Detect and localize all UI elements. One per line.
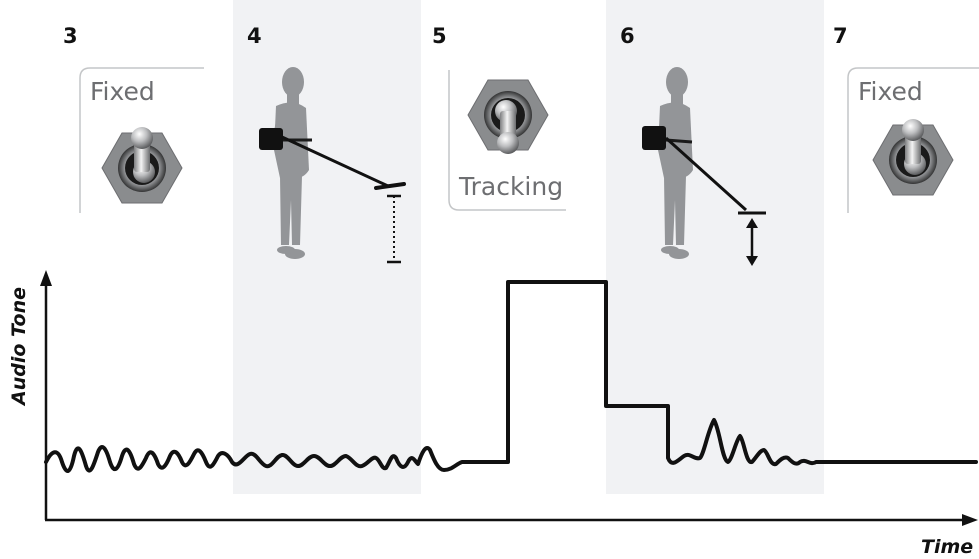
step-number-6: 6 xyxy=(620,24,635,48)
toggle-switch-icon xyxy=(101,127,183,204)
x-axis-arrowhead xyxy=(962,514,978,526)
panel-bracket xyxy=(847,67,979,213)
step-number-4: 4 xyxy=(247,24,262,48)
audio-tone-trace xyxy=(44,280,978,473)
band-step-6 xyxy=(606,0,824,494)
step-number-5: 5 xyxy=(432,24,447,48)
switch-label: Tracking xyxy=(458,172,563,201)
panel-bracket xyxy=(79,67,204,213)
person-with-detector-icon xyxy=(259,67,406,264)
switch-label: Fixed xyxy=(858,77,923,106)
switch-panel-fixed-2: Fixed xyxy=(847,67,979,213)
person-with-detector-icon xyxy=(642,67,766,266)
y-axis-label: Audio Tone xyxy=(8,287,30,407)
switch-panel-tracking: Tracking xyxy=(448,70,566,211)
step-number-7: 7 xyxy=(833,24,848,48)
x-axis-label: Time xyxy=(921,536,973,558)
band-step-4 xyxy=(233,0,421,494)
toggle-switch-icon xyxy=(872,119,954,196)
step-number-3: 3 xyxy=(63,24,78,48)
switch-label: Fixed xyxy=(90,77,155,106)
toggle-switch-icon xyxy=(467,79,549,154)
switch-panel-fixed-1: Fixed xyxy=(79,67,204,213)
y-axis-arrowhead xyxy=(40,270,52,286)
panel-bracket xyxy=(448,70,566,211)
